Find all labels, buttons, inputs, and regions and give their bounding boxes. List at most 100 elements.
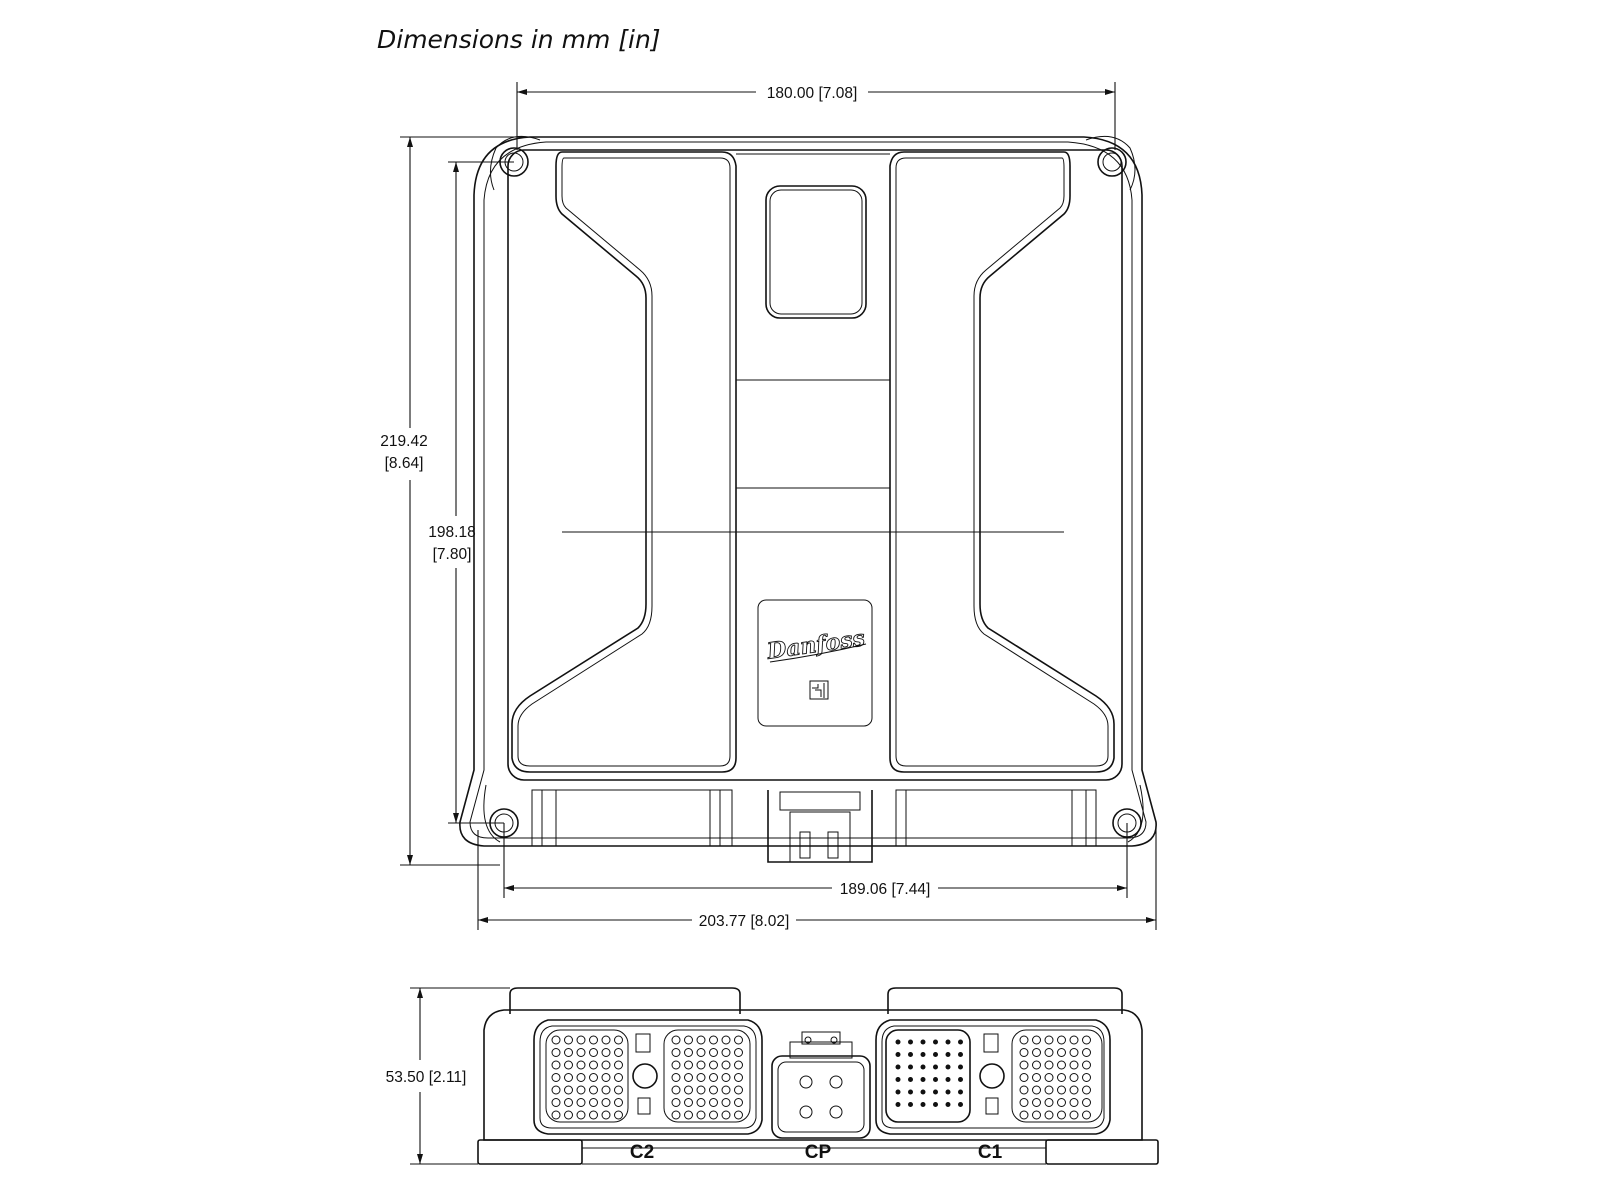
connector-pin [551,1060,561,1070]
svg-text:53.50 [2.11]: 53.50 [2.11] [386,1069,467,1086]
connector-pin [920,1052,926,1057]
connector-pin [1069,1035,1079,1045]
connector-pin [895,1052,901,1057]
connector-pin [908,1077,913,1082]
connector-pin [895,1089,901,1095]
svg-text:Danfoss: Danfoss [765,625,867,665]
left-panel [511,151,737,773]
connector-pin [614,1110,623,1120]
connector-pin [614,1048,623,1057]
connector-pin [709,1110,718,1120]
connector-pin [576,1048,586,1057]
connector-pin [920,1089,926,1095]
right-panel [889,151,1115,773]
connector-pin [601,1098,611,1107]
connector-pin [895,1064,901,1070]
connector-pin [1044,1048,1054,1057]
connector-pin [696,1073,706,1082]
connector-pin [734,1085,743,1095]
connector-pin [933,1077,938,1082]
connector-pin [576,1073,586,1082]
dimension-overall-height: 219.42 [8.64] [380,136,530,866]
connector-pin [551,1035,561,1045]
connector-pin [1082,1060,1091,1070]
connector-pin [564,1035,573,1045]
connector-pin [1019,1035,1029,1045]
connector-pin [576,1035,586,1045]
side-view: C2 CP C1 [477,987,1159,1165]
connector-pin [551,1048,561,1057]
connector-pin [709,1060,718,1070]
connector-pin [933,1102,938,1107]
connector-pin [684,1073,693,1082]
connector-pin [709,1035,718,1045]
connector-pin [721,1035,731,1045]
svg-text:219.42: 219.42 [380,433,427,450]
connector-pin [1044,1035,1054,1045]
connector-pin [564,1073,573,1082]
connector-pin [601,1060,611,1070]
connector-pin [696,1060,706,1070]
svg-text:189.06 [7.44]: 189.06 [7.44] [840,881,931,898]
label-window [765,185,867,319]
connector-pin [958,1102,963,1107]
connector-pin [1044,1110,1054,1120]
mounting-hole-top-left [490,135,541,191]
connector-pin [614,1073,623,1082]
connector-pin [920,1077,926,1082]
connector-pin [551,1073,561,1082]
connector-pin [589,1048,598,1057]
connector-pin [684,1098,693,1107]
connector-pin [1032,1048,1041,1057]
connector-pin [1019,1098,1029,1107]
connector-label-cp: CP [805,1142,832,1163]
connector-pin [1057,1060,1066,1070]
connector-pin [1069,1048,1079,1057]
connector-pin [551,1085,561,1095]
connector-pin [1082,1085,1091,1095]
connector-pin [684,1110,693,1120]
mounting-hole-bottom-left [483,784,519,843]
connector-pin [734,1048,743,1057]
housing-inner-outline [469,141,1147,839]
connector-pin [601,1035,611,1045]
connector-pin [933,1064,938,1070]
connector-pin [721,1048,731,1057]
connector-pin [614,1085,623,1095]
connector-pin [671,1110,681,1120]
dimension-bottom-hole-width: 189.06 [7.44] [503,823,1128,898]
connector-pin [933,1052,938,1057]
connector-pin [945,1102,951,1107]
svg-text:180.00 [7.08]: 180.00 [7.08] [767,85,858,102]
dimension-overall-width: 203.77 [8.02] [477,830,1157,930]
connector-pin [958,1077,963,1082]
danfoss-logo: Danfoss [764,625,867,665]
dimension-hole-height: 198.18 [7.80] [428,161,514,824]
connector-pin [684,1085,693,1095]
connector-pin [1082,1048,1091,1057]
connector-pin [589,1110,598,1120]
connector-pin [1019,1085,1029,1095]
connector-pin [551,1098,561,1107]
ce-mark-icon [809,680,829,700]
connector-pin [576,1060,586,1070]
connector-pin [696,1110,706,1120]
connector-pin [696,1098,706,1107]
connector-pin [920,1064,926,1070]
svg-text:203.77 [8.02]: 203.77 [8.02] [699,913,790,930]
connector-pin [671,1048,681,1057]
connector-pin [1057,1073,1066,1082]
connector-pin [1082,1098,1091,1107]
connector-pin [1069,1073,1079,1082]
connector-cp [771,1031,871,1139]
connector-pin [1057,1098,1066,1107]
connector-pin [589,1073,598,1082]
connector-pin [945,1039,951,1045]
connector-pin [1057,1110,1066,1120]
connector-pin [671,1098,681,1107]
connector-pin [614,1060,623,1070]
connector-pin [709,1073,718,1082]
connector-pin [1082,1073,1091,1082]
connector-pin [1032,1060,1041,1070]
top-view: Danfoss [459,135,1157,863]
